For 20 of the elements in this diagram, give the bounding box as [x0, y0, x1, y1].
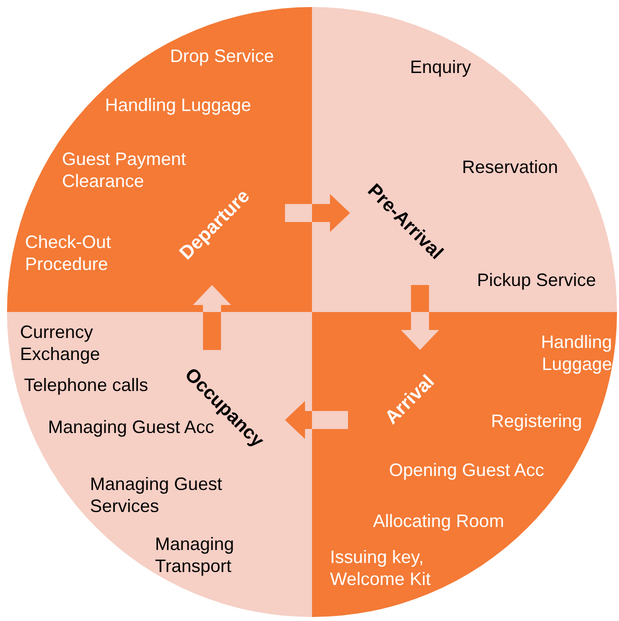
block-arrow	[285, 194, 350, 232]
block-arrow	[401, 285, 439, 350]
activity-label: Telephone calls	[24, 374, 148, 396]
activity-label: Drop Service	[170, 45, 274, 67]
activity-label: Managing Guest Services	[90, 473, 224, 517]
activity-label: Pickup Service	[477, 269, 596, 291]
activity-label: Allocating Room	[373, 510, 504, 532]
activity-label: Currency Exchange	[20, 321, 102, 365]
activity-label: Handling Luggage	[105, 94, 252, 116]
activity-label: Registering	[491, 410, 582, 432]
activity-label: Issuing key, Welcome Kit	[330, 546, 432, 590]
activity-label: Check-Out Procedure	[25, 231, 112, 275]
activity-label: Opening Guest Acc	[389, 459, 544, 481]
activity-label: Reservation	[462, 156, 558, 178]
activity-label: Managing Transport	[155, 533, 236, 577]
activity-label: Enquiry	[410, 56, 472, 78]
block-arrow	[193, 285, 231, 350]
activity-label: Handling Luggage	[540, 331, 612, 375]
block-arrow	[285, 401, 348, 439]
activity-label: Guest Payment Clearance	[62, 148, 188, 192]
